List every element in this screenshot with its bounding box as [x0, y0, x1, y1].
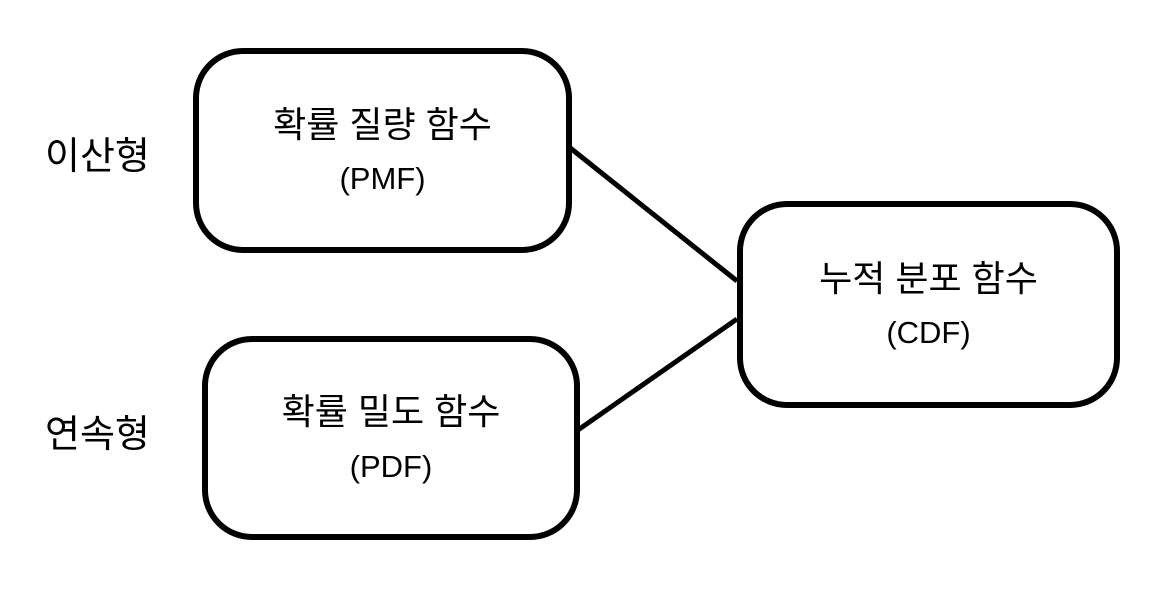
- node-pmf-title: 확률 질량 함수: [273, 103, 492, 145]
- node-cdf: 누적 분포 함수 (CDF): [737, 201, 1120, 408]
- row-label-continuous: 연속형: [45, 414, 150, 456]
- node-pmf: 확률 질량 함수 (PMF): [193, 48, 572, 253]
- node-pdf-abbr: (PDF): [349, 448, 433, 484]
- node-cdf-abbr: (CDF): [886, 315, 971, 351]
- node-pmf-abbr: (PMF): [339, 161, 426, 197]
- node-cdf-title: 누적 분포 함수: [819, 257, 1038, 299]
- node-pdf-title: 확률 밀도 함수: [281, 391, 501, 433]
- connector-pdf-to-cdf: [576, 316, 739, 433]
- connector-pmf-to-cdf: [567, 145, 739, 283]
- row-label-discrete: 이산형: [45, 136, 150, 178]
- node-pdf: 확률 밀도 함수 (PDF): [202, 336, 580, 540]
